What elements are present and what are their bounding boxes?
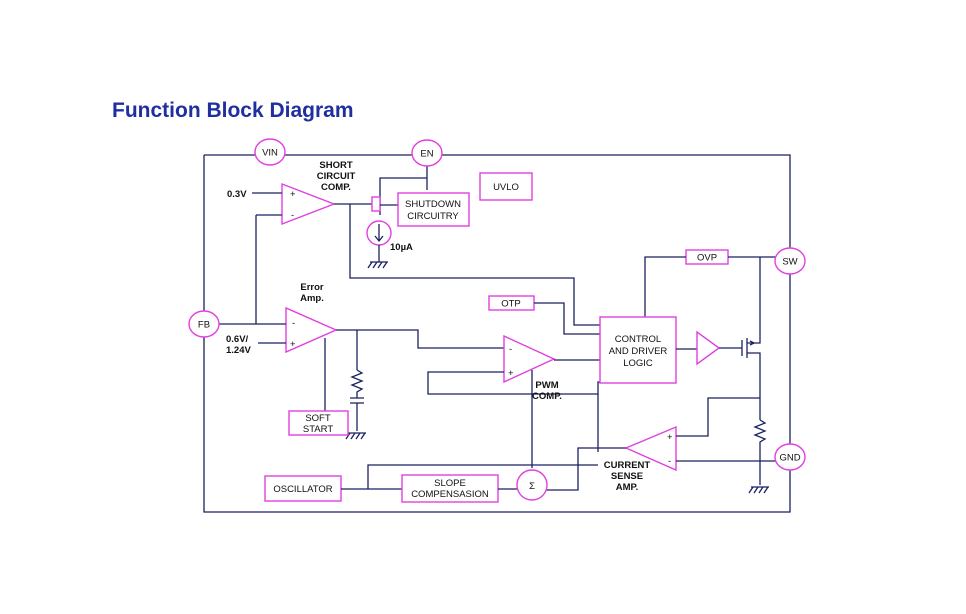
annotation-labels: 0.3V 0.6V/ 1.24V Error Amp. PWM COMP. CU… <box>226 189 673 493</box>
soft-start-label-1: SOFT <box>305 413 331 424</box>
uvlo-box <box>479 172 533 201</box>
soft-start-wire <box>324 338 340 421</box>
otp-wire <box>534 302 600 335</box>
switch-mark <box>371 196 381 212</box>
ref-03-label: 0.3V <box>227 189 247 200</box>
cs-plus-sign: + <box>667 432 673 443</box>
current-source-arrow <box>374 224 384 243</box>
protection-blocks <box>488 249 776 335</box>
scc-to-control-wire <box>349 204 600 326</box>
sense-resistor <box>753 419 767 485</box>
control-to-ovp-wire <box>644 256 686 317</box>
current-source-label: 10µA <box>390 242 413 253</box>
pin-gnd-label: GND <box>779 453 800 464</box>
ea-minus-sign: - <box>292 318 295 329</box>
top-wire <box>204 154 791 248</box>
cs-minus-sign: - <box>668 456 671 467</box>
driver-triangle <box>696 330 721 366</box>
pwm-label-1: PWM <box>535 380 558 391</box>
bottom-wire <box>203 337 791 513</box>
pin-sw-label: SW <box>782 257 797 268</box>
pin-gnd <box>774 443 806 471</box>
pwm-feedback-wire <box>427 371 600 395</box>
cs-out-wire <box>546 447 626 491</box>
soft-start-label-2: START <box>303 424 333 435</box>
current-sense-label-3: AMP. <box>616 482 639 493</box>
frame-wires <box>203 154 791 513</box>
scc-label-2: CIRCUIT <box>317 171 356 182</box>
scc-label-1: SHORT <box>319 160 352 171</box>
scc-minus-wire <box>255 214 282 324</box>
pin-fb-label: FB <box>198 320 210 331</box>
pin-vin <box>254 138 286 166</box>
enable-section <box>366 166 533 269</box>
block-labels: SHORT CIRCUIT COMP. SHUTDOWN CIRCUITRY U… <box>273 160 717 500</box>
pwm-comparator <box>427 334 600 468</box>
mosfet-arrow <box>749 340 756 346</box>
control-label-1: CONTROL <box>615 334 661 345</box>
pin-fb <box>188 310 220 338</box>
oscillator-chain <box>264 464 598 503</box>
pwm-comp-triangle <box>503 334 556 384</box>
ea-plus-sign: + <box>290 339 296 350</box>
scc-minus-sign: - <box>291 210 294 221</box>
short-circuit-comparator <box>252 182 600 326</box>
ground-symbol-1 <box>367 261 388 269</box>
error-amp-label-2: Amp. <box>300 293 324 304</box>
diagram-title: Function Block Diagram <box>112 99 354 122</box>
pins <box>188 138 806 471</box>
otp-label: OTP <box>501 299 521 310</box>
pwm-minus-sign: - <box>509 344 512 355</box>
scc-label-3: COMP. <box>321 182 351 193</box>
current-sense-amplifier <box>546 394 776 491</box>
pin-vin-label: VIN <box>262 148 278 159</box>
driver-and-switch <box>696 257 769 494</box>
slope-label-2: COMPENSASION <box>411 489 489 500</box>
shutdown-box <box>397 192 470 227</box>
error-amp-label-1: Error <box>300 282 324 293</box>
oscillator-label: OSCILLATOR <box>273 484 332 495</box>
short-circuit-comp-triangle <box>281 182 336 226</box>
pwm-label-2: COMP. <box>532 391 562 402</box>
osc-to-control-wire <box>367 464 598 489</box>
pin-en <box>411 139 443 167</box>
sigma-circle <box>516 469 548 501</box>
power-mosfet <box>741 257 761 420</box>
control-logic-box <box>599 316 677 384</box>
ref-06-label: 0.6V/ <box>226 334 249 345</box>
pin-sw <box>774 247 806 275</box>
slope-label-1: SLOPE <box>434 478 466 489</box>
current-sense-label-1: CURRENT <box>604 460 651 471</box>
error-amp-triangle <box>285 306 338 354</box>
ref-124-label: 1.24V <box>226 345 251 356</box>
comp-resistor <box>350 369 364 398</box>
oscillator-box <box>264 475 342 502</box>
soft-start-box <box>288 410 349 436</box>
ovp-label: OVP <box>697 253 717 264</box>
sigma-label: Σ <box>529 481 535 492</box>
ground-symbol-2 <box>345 432 366 440</box>
ground-symbol-3 <box>748 486 769 494</box>
pin-en-label: EN <box>420 149 433 160</box>
error-amplifier <box>217 306 504 440</box>
current-sense-label-2: SENSE <box>611 471 643 482</box>
shutdown-label-1: SHUTDOWN <box>405 199 461 210</box>
uvlo-label: UVLO <box>493 182 519 193</box>
comp-capacitor <box>350 397 364 404</box>
pwm-plus-sign: + <box>508 368 514 379</box>
shutdown-label-2: CIRCUITRY <box>407 211 459 222</box>
control-label-3: LOGIC <box>623 358 653 369</box>
slope-comp-box <box>401 474 499 503</box>
ea-out-wire <box>336 329 504 349</box>
cs-plus-wire <box>676 397 760 437</box>
current-sense-triangle <box>624 425 677 472</box>
scc-plus-sign: + <box>290 189 296 200</box>
control-label-2: AND DRIVER <box>609 346 668 357</box>
pin-labels: VIN EN FB SW GND <box>198 148 801 464</box>
